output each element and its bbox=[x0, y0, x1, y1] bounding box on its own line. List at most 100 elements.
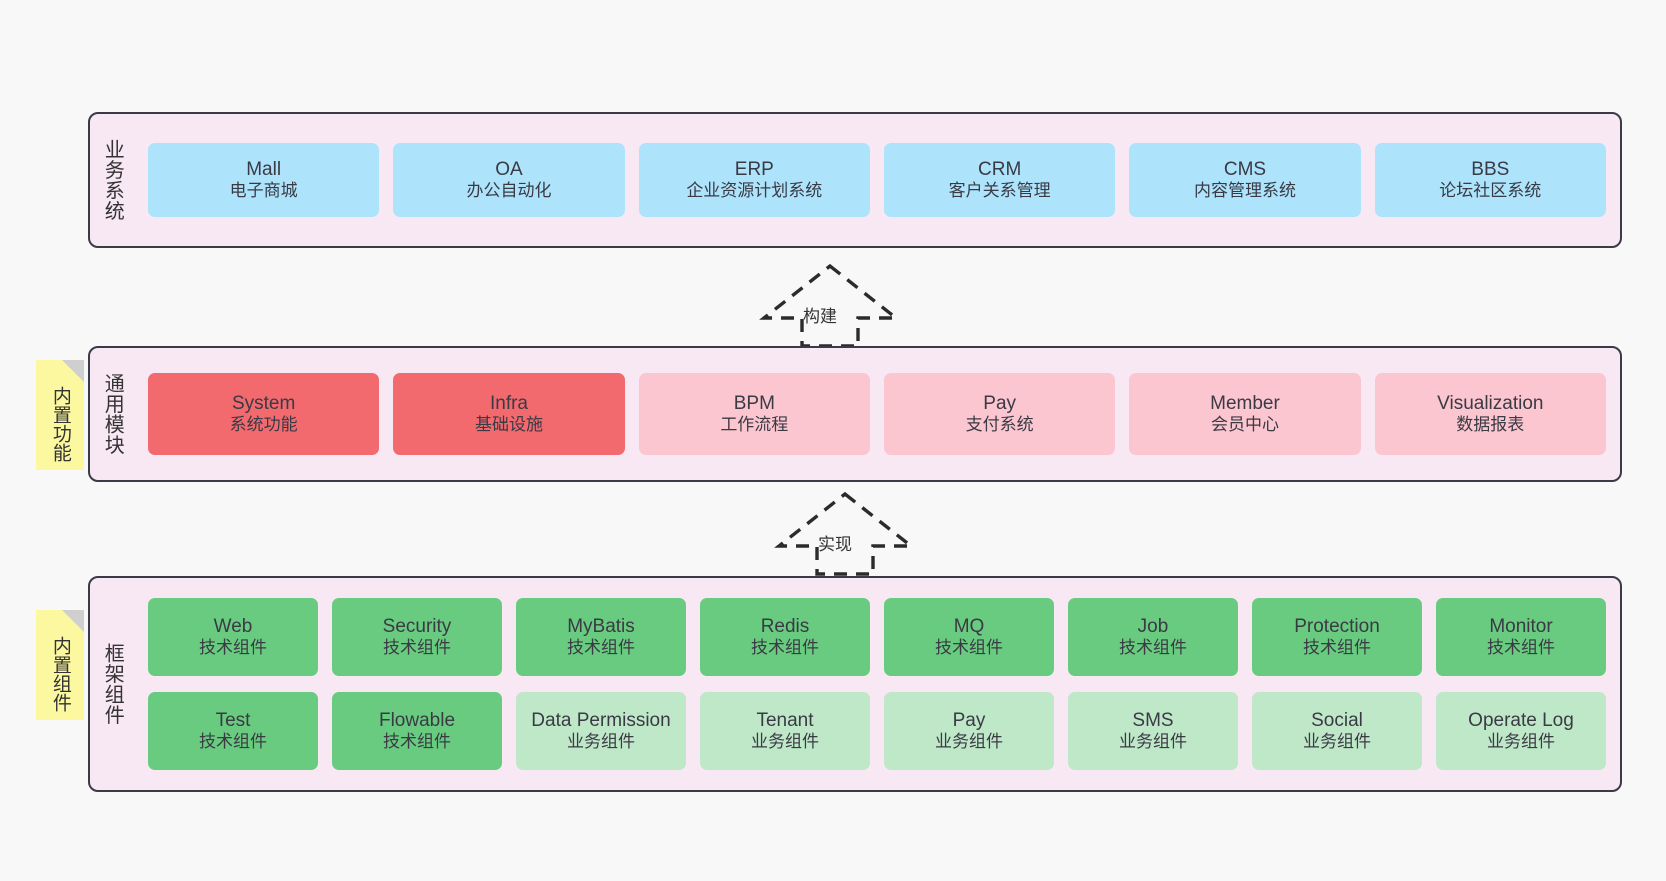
card-erp-title: ERP bbox=[734, 159, 774, 181]
card-monitor-sub: 技术组件 bbox=[1487, 638, 1555, 658]
card-sms-title: SMS bbox=[1132, 710, 1174, 732]
implement-arrow-label: 实现 bbox=[818, 535, 852, 554]
card-operate-log-title: Operate Log bbox=[1468, 710, 1574, 732]
card-flowable-title: Flowable bbox=[378, 710, 456, 732]
sticky-note-builtin-component: 内置组件 bbox=[36, 610, 84, 720]
card-infra-sub: 基础设施 bbox=[474, 415, 543, 435]
card-test-sub: 技术组件 bbox=[199, 732, 267, 752]
card-mq-sub: 技术组件 bbox=[935, 638, 1003, 658]
card-social-title: Social bbox=[1311, 710, 1363, 732]
card-mall-sub: 电子商城 bbox=[229, 181, 298, 201]
sticky-note-builtin-component-label: 内置组件 bbox=[49, 636, 71, 712]
card-pay-component-sub: 业务组件 bbox=[935, 732, 1003, 752]
card-visualization-sub: 数据报表 bbox=[1456, 415, 1525, 435]
layer-business-system: 业务系统 Mall 电子商城 OA 办公自动化 ERP 企业资源计划系统 CRM bbox=[88, 112, 1622, 248]
card-system[interactable]: System 系统功能 bbox=[148, 373, 380, 455]
card-operate-log[interactable]: Operate Log 业务组件 bbox=[1436, 692, 1606, 770]
card-redis-sub: 技术组件 bbox=[751, 638, 819, 658]
card-pay-module[interactable]: Pay 支付系统 bbox=[883, 373, 1116, 455]
card-job-title: Job bbox=[1137, 616, 1169, 638]
card-security-sub: 技术组件 bbox=[383, 638, 451, 658]
card-crm-sub: 客户关系管理 bbox=[948, 181, 1051, 201]
card-redis[interactable]: Redis 技术组件 bbox=[700, 598, 870, 676]
sticky-note-builtin-function-label: 内置功能 bbox=[49, 386, 71, 462]
card-member-title: Member bbox=[1210, 393, 1280, 415]
card-cms-sub: 内容管理系统 bbox=[1193, 181, 1296, 201]
card-tenant[interactable]: Tenant 业务组件 bbox=[700, 692, 870, 770]
card-oa-sub: 办公自动化 bbox=[466, 181, 552, 201]
card-mybatis[interactable]: MyBatis 技术组件 bbox=[516, 598, 686, 676]
card-monitor[interactable]: Monitor 技术组件 bbox=[1436, 598, 1606, 676]
card-flowable-sub: 技术组件 bbox=[383, 732, 451, 752]
card-operate-log-sub: 业务组件 bbox=[1487, 732, 1555, 752]
card-social-sub: 业务组件 bbox=[1303, 732, 1371, 752]
card-job-sub: 技术组件 bbox=[1119, 638, 1187, 658]
card-member-sub: 会员中心 bbox=[1210, 415, 1279, 435]
card-bpm[interactable]: BPM 工作流程 bbox=[638, 373, 870, 455]
card-erp-sub: 企业资源计划系统 bbox=[686, 181, 823, 201]
card-web[interactable]: Web 技术组件 bbox=[148, 598, 318, 676]
card-mall[interactable]: Mall 电子商城 bbox=[148, 143, 380, 217]
card-web-title: Web bbox=[213, 616, 253, 638]
sticky-fold-corner bbox=[62, 610, 84, 632]
card-redis-title: Redis bbox=[760, 616, 810, 638]
sticky-note-builtin-function: 内置功能 bbox=[36, 360, 84, 470]
sticky-fold-corner bbox=[62, 360, 84, 382]
layer-common-modules: 通用模块 System 系统功能 Infra 基础设施 BPM 工作流程 Pay bbox=[88, 346, 1622, 482]
card-system-title: System bbox=[231, 393, 296, 415]
card-oa-title: OA bbox=[495, 159, 523, 181]
card-sms[interactable]: SMS 业务组件 bbox=[1068, 692, 1238, 770]
card-pay-module-title: Pay bbox=[983, 393, 1017, 415]
card-pay-module-sub: 支付系统 bbox=[965, 415, 1034, 435]
card-infra-title: Infra bbox=[489, 393, 528, 415]
card-mybatis-title: MyBatis bbox=[567, 616, 635, 638]
card-sms-sub: 业务组件 bbox=[1119, 732, 1187, 752]
card-bpm-sub: 工作流程 bbox=[720, 415, 789, 435]
framework-tech-row: Web 技术组件 Security 技术组件 MyBatis 技术组件 Redi… bbox=[148, 598, 1606, 676]
layer-framework-components-body: Web 技术组件 Security 技术组件 MyBatis 技术组件 Redi… bbox=[134, 578, 1620, 790]
card-bpm-title: BPM bbox=[733, 393, 775, 415]
build-arrow-label: 构建 bbox=[803, 307, 837, 326]
card-security-title: Security bbox=[382, 616, 452, 638]
layer-framework-components-title: 框架组件 bbox=[101, 643, 124, 725]
card-bbs-title: BBS bbox=[1471, 159, 1510, 181]
card-mall-title: Mall bbox=[246, 159, 282, 181]
card-cms[interactable]: CMS 内容管理系统 bbox=[1129, 143, 1361, 217]
card-social[interactable]: Social 业务组件 bbox=[1252, 692, 1422, 770]
card-cms-title: CMS bbox=[1223, 159, 1267, 181]
card-web-sub: 技术组件 bbox=[199, 638, 267, 658]
layer-framework-components: 框架组件 Web 技术组件 Security 技术组件 MyBatis 技术组件… bbox=[88, 576, 1622, 792]
card-test-title: Test bbox=[215, 710, 251, 732]
card-flowable[interactable]: Flowable 技术组件 bbox=[332, 692, 502, 770]
card-crm[interactable]: CRM 客户关系管理 bbox=[883, 143, 1116, 217]
card-data-permission[interactable]: Data Permission 业务组件 bbox=[516, 692, 686, 770]
layer-business-system-body: Mall 电子商城 OA 办公自动化 ERP 企业资源计划系统 CRM 客户关系… bbox=[134, 114, 1620, 246]
card-protection-sub: 技术组件 bbox=[1303, 638, 1371, 658]
card-mq[interactable]: MQ 技术组件 bbox=[884, 598, 1054, 676]
card-bbs[interactable]: BBS 论坛社区系统 bbox=[1374, 143, 1606, 217]
card-protection-title: Protection bbox=[1294, 616, 1380, 638]
card-visualization-title: Visualization bbox=[1437, 393, 1544, 415]
implement-arrow-icon bbox=[774, 491, 916, 576]
card-data-permission-sub: 业务组件 bbox=[567, 732, 635, 752]
framework-business-row: Test 技术组件 Flowable 技术组件 Data Permission … bbox=[148, 692, 1606, 770]
card-system-sub: 系统功能 bbox=[229, 415, 298, 435]
card-data-permission-title: Data Permission bbox=[531, 710, 671, 732]
card-pay-component[interactable]: Pay 业务组件 bbox=[884, 692, 1054, 770]
card-test[interactable]: Test 技术组件 bbox=[148, 692, 318, 770]
card-erp[interactable]: ERP 企业资源计划系统 bbox=[638, 143, 870, 217]
card-oa[interactable]: OA 办公自动化 bbox=[393, 143, 625, 217]
card-tenant-sub: 业务组件 bbox=[751, 732, 819, 752]
card-member[interactable]: Member 会员中心 bbox=[1129, 373, 1361, 455]
card-bbs-sub: 论坛社区系统 bbox=[1439, 181, 1542, 201]
card-protection[interactable]: Protection 技术组件 bbox=[1252, 598, 1422, 676]
card-infra[interactable]: Infra 基础设施 bbox=[393, 373, 625, 455]
card-security[interactable]: Security 技术组件 bbox=[332, 598, 502, 676]
card-job[interactable]: Job 技术组件 bbox=[1068, 598, 1238, 676]
card-visualization[interactable]: Visualization 数据报表 bbox=[1374, 373, 1606, 455]
card-mybatis-sub: 技术组件 bbox=[567, 638, 635, 658]
card-crm-title: CRM bbox=[978, 159, 1022, 181]
card-monitor-title: Monitor bbox=[1489, 616, 1553, 638]
implement-arrow: 实现 bbox=[770, 490, 920, 576]
card-pay-component-title: Pay bbox=[952, 710, 986, 732]
